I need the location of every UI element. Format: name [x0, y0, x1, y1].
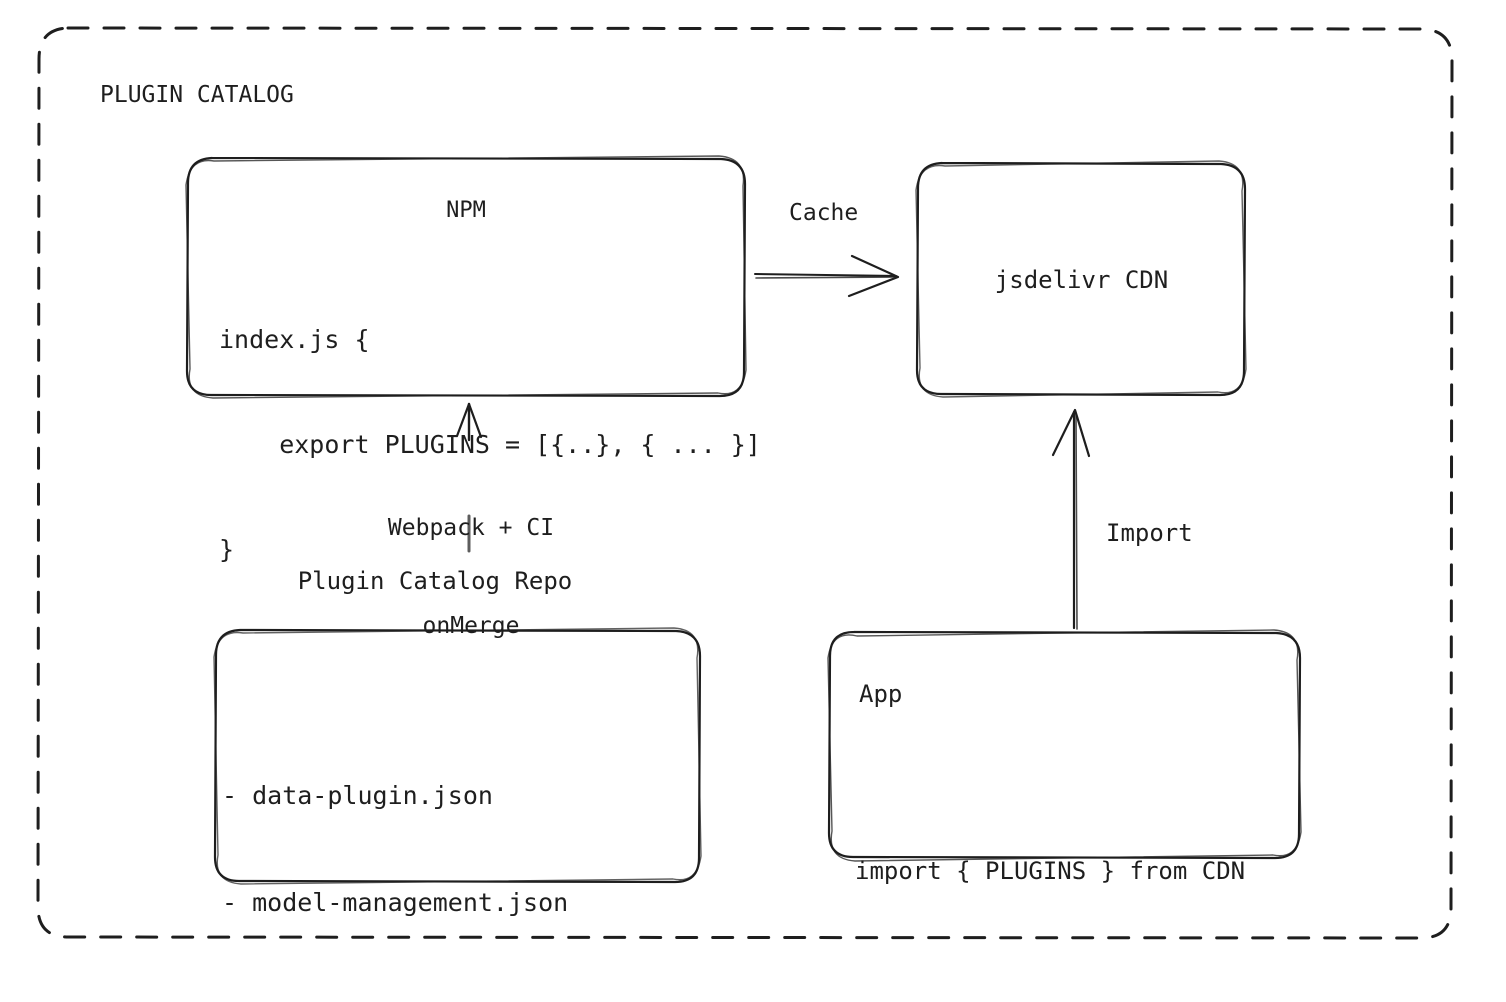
cdn-box-outline-2 [915, 160, 1247, 398]
cache-arrow-head [847, 254, 900, 298]
repo-file-line: - data-plugin.json [222, 781, 493, 810]
repo-box-outline-2 [213, 627, 702, 885]
import-arrow-shaft-2 [1075, 413, 1078, 630]
edge-label-build: Webpack + CI onMerge [311, 447, 631, 708]
repo-file-list: - data-plugin.json - model-management.js… [222, 707, 568, 1002]
npm-code-line: } [219, 535, 235, 564]
build-arrow-head [455, 402, 483, 439]
edge-label-cache: Cache [789, 200, 859, 226]
group-title: PLUGIN CATALOG [100, 82, 294, 108]
cache-arrow-shaft-2 [755, 276, 896, 279]
edge-label-import: Import [1106, 519, 1193, 547]
repo-node-caption: Plugin Catalog Repo [297, 567, 573, 595]
repo-file-line: - model-management.json [222, 887, 569, 917]
npm-code-block: index.js { export PLUGINS = [{..}, { ...… [219, 252, 761, 637]
cache-arrow-shaft [754, 273, 897, 277]
edge-label-build-line: onMerge [422, 613, 520, 640]
npm-box-outline-2 [185, 155, 747, 399]
cdn-node-title: jsdelivr CDN [994, 266, 1169, 294]
npm-code-line: index.js { [219, 325, 370, 354]
import-arrow-head [1051, 408, 1091, 458]
npm-code-line: export PLUGINS = [{..}, { ... }] [219, 430, 761, 459]
app-code-line: import { PLUGINS } from CDN [855, 857, 1246, 885]
repo-file-line: ... [222, 991, 568, 1002]
edge-label-build-line: Webpack + CI [387, 515, 555, 542]
app-box-outline-2 [827, 629, 1302, 862]
group-container-border [36, 26, 1454, 940]
app-node-title: App [859, 680, 903, 708]
app-code-block: import { PLUGINS } from CDN PLUGINS.forE… [855, 736, 1245, 1002]
npm-node-title: NPM [446, 198, 486, 223]
